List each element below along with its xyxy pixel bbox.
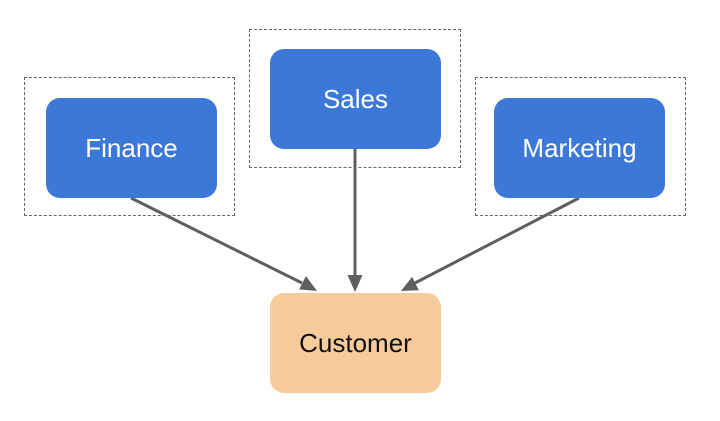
finance-node[interactable]: Finance [46, 98, 217, 198]
marketing-node[interactable]: Marketing [494, 98, 665, 198]
marketing-group-box [475, 77, 686, 216]
edge-finance-to-customer [130, 196, 317, 291]
sales-node[interactable]: Sales [270, 49, 441, 149]
customer-node[interactable]: Customer [270, 293, 441, 393]
finance-group-box [24, 77, 235, 216]
edge-sales-to-customer [347, 149, 363, 292]
customer-label: Customer [299, 327, 412, 358]
edge-marketing-to-customer [401, 196, 580, 291]
finance-label: Finance [85, 132, 178, 163]
marketing-label: Marketing [522, 132, 637, 163]
sales-label: Sales [322, 83, 389, 114]
